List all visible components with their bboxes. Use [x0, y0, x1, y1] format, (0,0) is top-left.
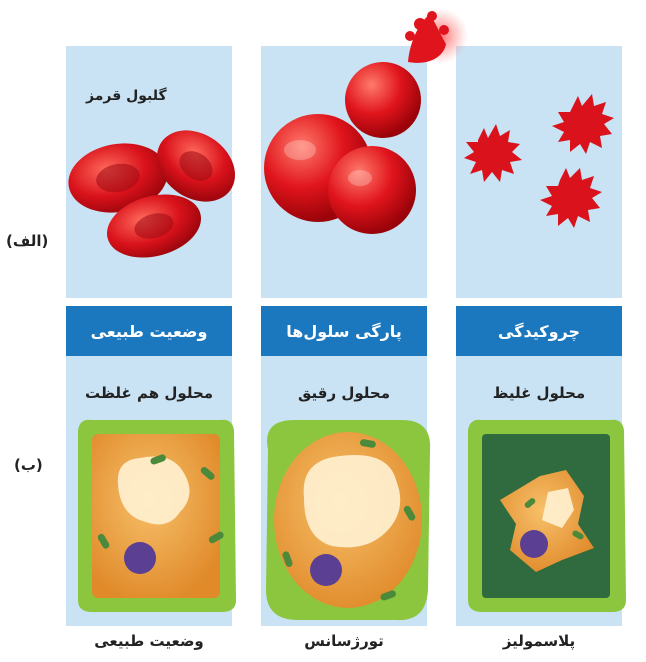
rbc-normal-group	[63, 116, 249, 268]
rbc-label: گلبول قرمز	[86, 88, 167, 104]
rbc-hemolysis-group	[264, 8, 468, 234]
solution-isotonic: محلول هم غلظت	[66, 384, 232, 402]
rbc-hemolysis-3	[328, 146, 416, 234]
plant-cell-normal	[78, 420, 236, 612]
rbc-crenated-1	[464, 124, 522, 182]
nucleus-turgid	[310, 554, 342, 586]
rbc-hemolysis-1	[345, 62, 421, 138]
rbc-crenated-group	[464, 94, 614, 228]
nucleus-plasmolyzed	[520, 530, 548, 558]
solution-hypertonic: محلول غلیظ	[456, 384, 622, 402]
plant-cell-turgid	[266, 420, 430, 620]
rbc-crenated-2	[552, 94, 614, 154]
label-turgor: تورژسانس	[261, 632, 427, 650]
row-label-a: (الف)	[6, 232, 48, 250]
nucleus-normal	[124, 542, 156, 574]
solution-hypotonic: محلول رقیق	[261, 384, 427, 402]
rbc-crenated-3	[540, 168, 602, 228]
row-label-b: (ب)	[14, 456, 43, 474]
label-plasmolysis: پلاسمولیز	[456, 632, 622, 650]
plant-cell-plasmolyzed	[468, 420, 626, 612]
label-normal: وضعیت طبیعی	[66, 632, 232, 650]
